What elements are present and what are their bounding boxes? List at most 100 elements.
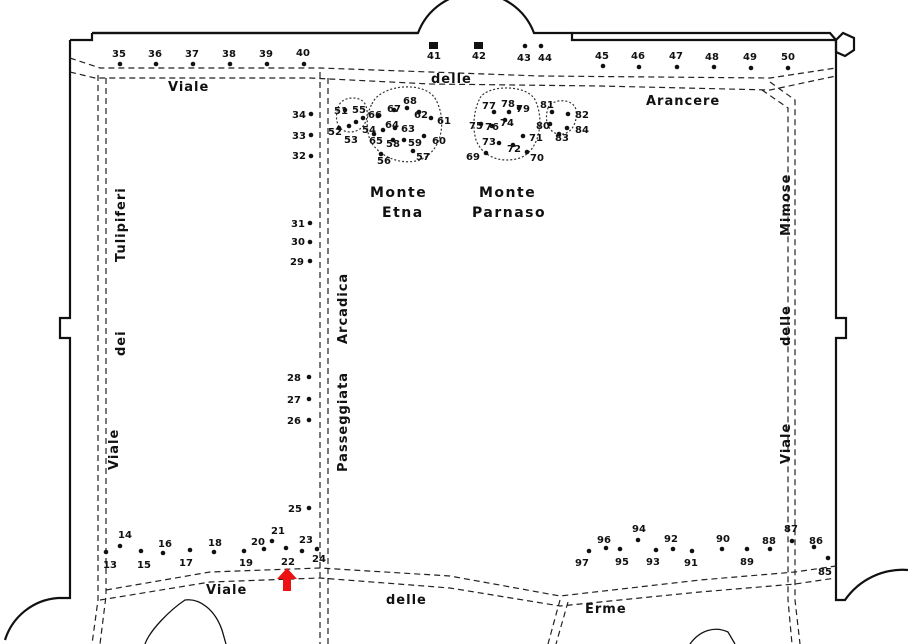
- marker-dot: [241, 548, 247, 554]
- marker-95: 95: [615, 557, 629, 568]
- marker-43: 43: [517, 53, 531, 64]
- marker-69: 69: [466, 152, 480, 163]
- marker-46: 46: [631, 51, 645, 62]
- area-monte-etna-1: Monte: [370, 185, 427, 201]
- marker-61: 61: [437, 116, 451, 127]
- marker-dot: [748, 65, 754, 71]
- marker-47: 47: [669, 51, 683, 62]
- marker-dot: [306, 505, 312, 511]
- marker-80: 80: [536, 121, 550, 132]
- marker-dot: [160, 550, 166, 556]
- marker-dot: [103, 549, 109, 555]
- marker-dot: [299, 548, 305, 554]
- marker-dot: [520, 133, 526, 139]
- marker-dot: [516, 105, 522, 111]
- marker-dot: [825, 555, 831, 561]
- marker-dot: [307, 258, 313, 264]
- marker-dot: [428, 115, 434, 121]
- marker-dot: [261, 546, 267, 552]
- marker-82: 82: [575, 110, 589, 121]
- marker-31: 31: [291, 219, 305, 230]
- hill-etna-small: [335, 97, 368, 133]
- marker-dot: [547, 121, 553, 127]
- marker-26: 26: [287, 416, 301, 427]
- marker-dot: [307, 220, 313, 226]
- marker-83: 83: [555, 133, 569, 144]
- street-tulipiferi: Tulipiferi: [114, 187, 129, 262]
- marker-dot: [392, 125, 398, 131]
- corner-tower: [834, 31, 856, 58]
- marker-dot: [785, 65, 791, 71]
- marker-13: 13: [103, 560, 117, 571]
- marker-dot: [811, 544, 817, 550]
- area-labels: Monte Etna Monte Parnaso: [370, 185, 546, 221]
- marker-45: 45: [595, 51, 609, 62]
- marker-dot: [670, 546, 676, 552]
- marker-55: 55: [352, 105, 366, 116]
- rock-left: [144, 599, 227, 644]
- marker-dot: [789, 538, 795, 544]
- marker-36: 36: [148, 49, 162, 60]
- marker-38: 38: [222, 49, 236, 60]
- marker-dot: [301, 61, 307, 67]
- marker-dot: [342, 107, 348, 113]
- garden-wall: [3, 0, 908, 641]
- marker-77: 77: [482, 101, 496, 112]
- marker-91: 91: [684, 558, 698, 569]
- street-viale-bottom: Viale: [206, 583, 247, 598]
- marker-dot: [378, 151, 384, 157]
- marker-dot: [556, 131, 562, 137]
- marker-93: 93: [646, 557, 660, 568]
- marker-66: 66: [368, 110, 382, 121]
- marker-62: 62: [414, 110, 428, 121]
- marker-73: 73: [482, 137, 496, 148]
- marker-85: 85: [818, 567, 832, 578]
- area-parnaso: Parnaso: [472, 205, 546, 221]
- top-wall-right: [572, 31, 837, 41]
- marker-dot: [600, 63, 606, 69]
- marker-32: 32: [292, 151, 306, 162]
- marker-96: 96: [597, 535, 611, 546]
- marker-dot: [496, 140, 502, 146]
- marker-58: 58: [386, 139, 400, 150]
- marker-87: 87: [784, 524, 798, 535]
- marker-22: 22: [281, 557, 295, 568]
- marker-23: 23: [299, 535, 313, 546]
- marker-67: 67: [387, 104, 401, 115]
- marker-24: 24: [312, 554, 326, 565]
- marker-dot: [283, 545, 289, 551]
- marker-72: 72: [507, 144, 521, 155]
- marker-56: 56: [377, 156, 391, 167]
- marker-dot: [404, 105, 410, 111]
- marker-89: 89: [740, 557, 754, 568]
- marker-64: 64: [385, 120, 399, 131]
- marker-94: 94: [632, 524, 646, 535]
- marker-dot: [353, 119, 359, 125]
- marker-dot: [153, 61, 159, 67]
- street-mimose: Mimose: [779, 174, 794, 236]
- marker-dot: [524, 149, 530, 155]
- marker-labels: 13 14 15 16 17 18 19 20 21 22 23 24 25 2…: [103, 48, 832, 578]
- marker-35: 35: [112, 49, 126, 60]
- marker-dot: [314, 546, 320, 552]
- marker-42: 42: [472, 51, 486, 62]
- marker-33: 33: [292, 131, 306, 142]
- street-arancere: Arancere: [646, 94, 720, 109]
- rock-right: [689, 628, 736, 644]
- marker-dot: [483, 150, 489, 156]
- marker-25: 25: [288, 504, 302, 515]
- marker-dot: [269, 538, 275, 544]
- marker-19: 19: [239, 558, 253, 569]
- street-viale-left: Viale: [107, 429, 122, 470]
- street-viale-right: Viale: [779, 423, 794, 464]
- marker-dot: [491, 109, 497, 115]
- marker-dot: [603, 545, 609, 551]
- marker-dot: [227, 61, 233, 67]
- marker-dot: [307, 239, 313, 245]
- marker-18: 18: [208, 538, 222, 549]
- street-arcadica: Arcadica: [336, 273, 351, 344]
- marker-20: 20: [251, 537, 265, 548]
- marker-dot: [401, 137, 407, 143]
- marker-84: 84: [575, 125, 589, 136]
- marker-dot: [719, 546, 725, 552]
